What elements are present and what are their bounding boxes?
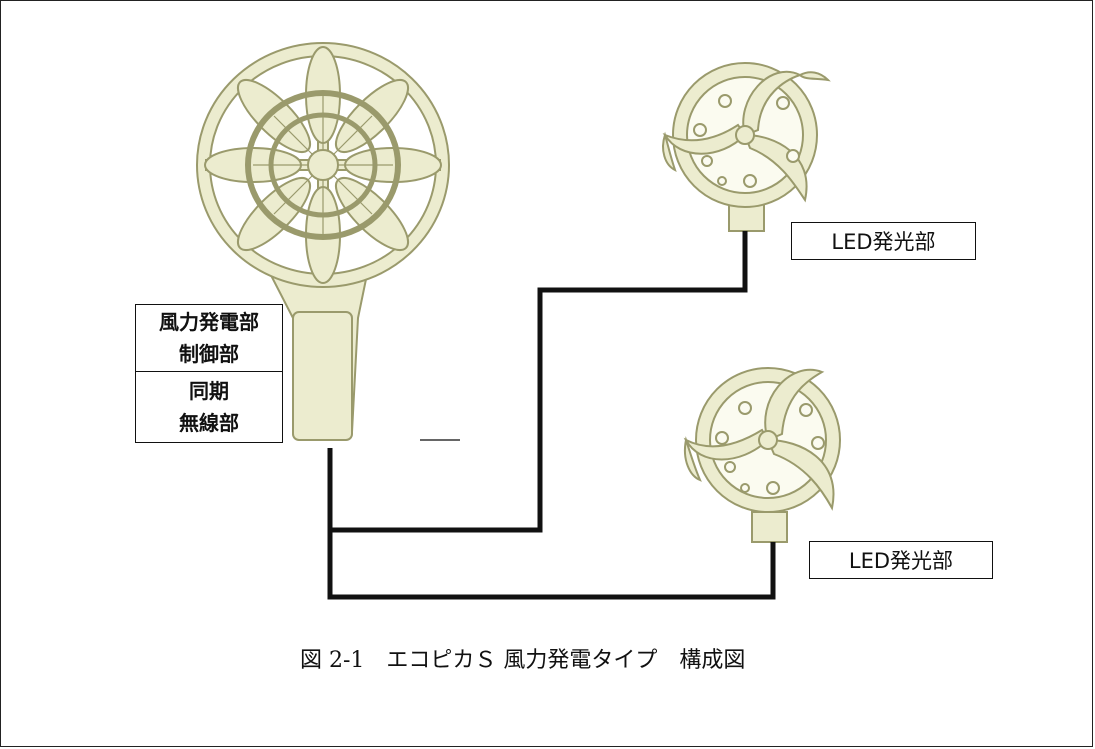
led-unit-1-label: LED発光部 bbox=[791, 222, 976, 260]
led-unit-2-label-text: LED発光部 bbox=[848, 549, 954, 573]
wind-generator-illustration bbox=[196, 42, 450, 441]
led-unit-1-label-text: LED発光部 bbox=[831, 230, 936, 254]
control-unit-label-line2: 制御部 bbox=[179, 342, 239, 366]
led-unit-2-label: LED発光部 bbox=[809, 541, 993, 579]
control-unit-label-bottom: 同期 無線部 bbox=[135, 371, 283, 443]
wireless-unit-label-line1: 同期 bbox=[189, 379, 229, 403]
control-unit-label-top: 風力発電部 制御部 bbox=[135, 304, 283, 372]
control-unit-label-line1: 風力発電部 bbox=[159, 310, 259, 334]
wireless-unit-label-line2: 無線部 bbox=[179, 411, 239, 435]
cable-to-led-1 bbox=[327, 231, 748, 533]
led-light-unit-2 bbox=[683, 367, 841, 543]
led-light-unit-1 bbox=[662, 62, 831, 232]
cable-lines bbox=[327, 231, 776, 600]
cable-to-led-2 bbox=[327, 530, 776, 600]
figure-caption: 図 2-1 エコピカＳ 風力発電タイプ 構成図 bbox=[300, 648, 746, 673]
